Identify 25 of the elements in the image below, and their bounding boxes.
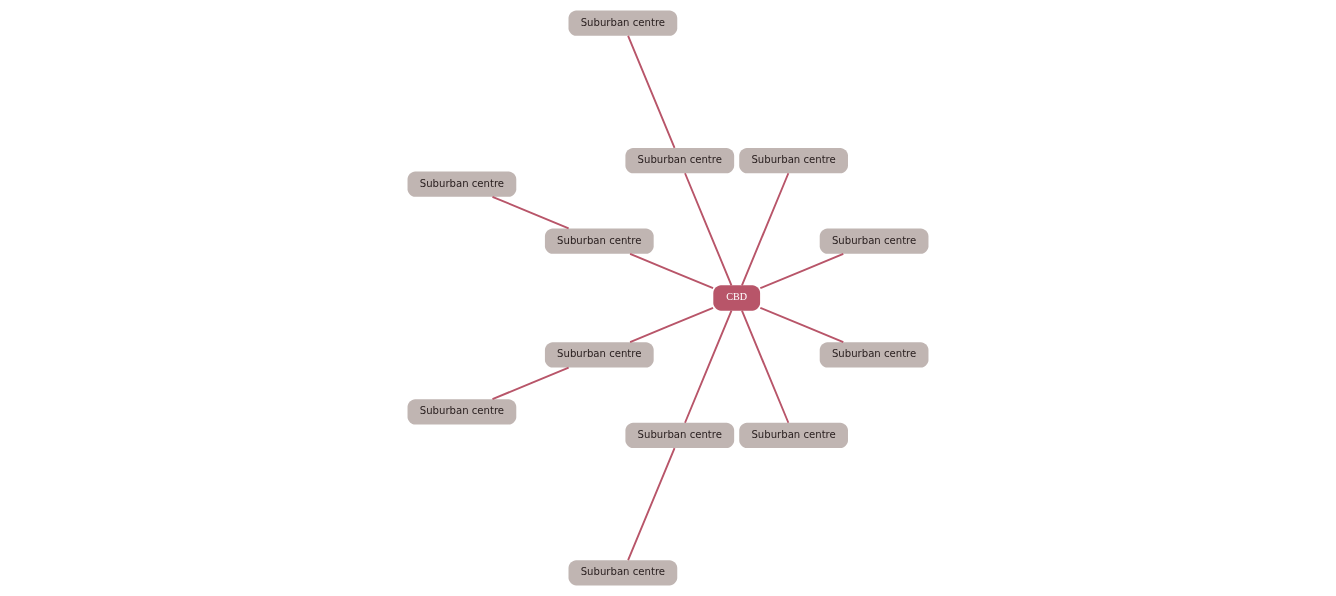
node-box: Suburban centre: [625, 422, 735, 449]
node-box: Suburban centre: [568, 560, 678, 586]
node-box: Suburban centre: [568, 10, 678, 36]
node-box: Suburban centre: [819, 342, 929, 368]
connector: [627, 447, 676, 562]
node-box: Suburban centre: [739, 422, 848, 449]
connector: [741, 172, 790, 287]
node-box: CBD: [713, 285, 761, 311]
connector: [491, 195, 570, 230]
connector: [759, 306, 845, 344]
node-box: Suburban centre: [407, 399, 517, 425]
node-box: Suburban centre: [544, 342, 654, 368]
connector: [491, 366, 570, 401]
node-box: Suburban centre: [819, 228, 929, 254]
connector: [741, 309, 790, 424]
node-box: Suburban centre: [407, 171, 517, 197]
connector: [627, 34, 676, 149]
node-box: Suburban centre: [625, 147, 735, 174]
connector: [684, 309, 733, 424]
connector: [684, 172, 733, 287]
node-box: Suburban centre: [739, 147, 848, 174]
connector: [629, 306, 715, 344]
connector: [759, 252, 845, 290]
node-box: Suburban centre: [544, 228, 654, 254]
connector: [629, 252, 715, 290]
